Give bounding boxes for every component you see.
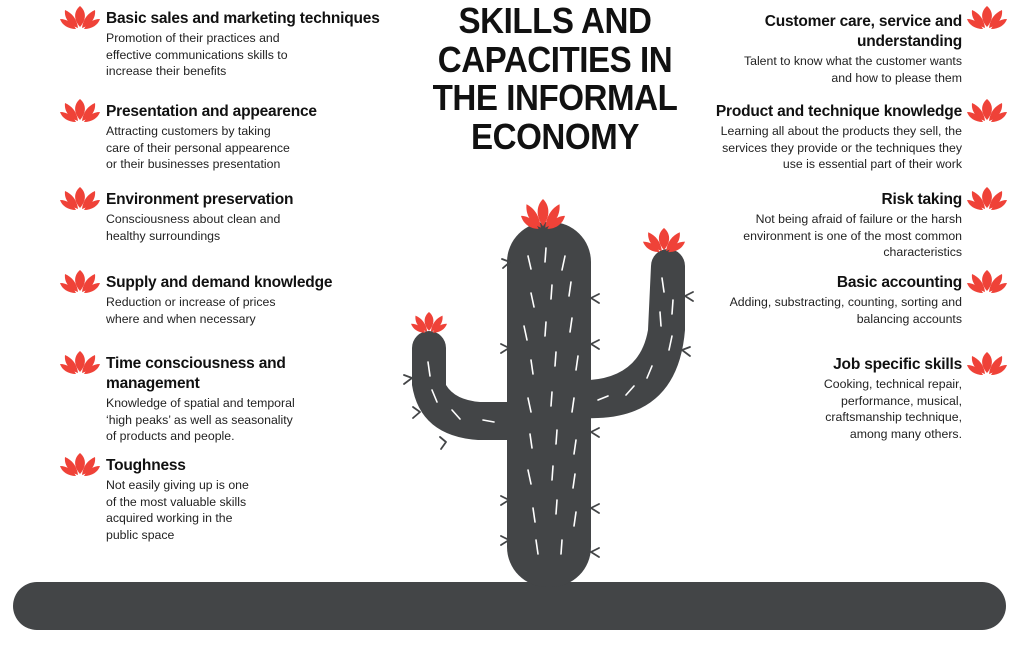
cactus-left-arm bbox=[412, 331, 525, 440]
skill-title: Product and technique knowledge bbox=[715, 103, 962, 120]
skill-description: Consciousness about clean and healthy su… bbox=[106, 212, 281, 243]
skill-title: Basic sales and marketing techniques bbox=[106, 10, 380, 27]
skill-description: Promotion of their practices and effecti… bbox=[106, 31, 288, 79]
skill-title: Customer care, service and understanding bbox=[764, 13, 962, 50]
cactus-trunk bbox=[507, 222, 591, 587]
lotus-flower-icon bbox=[60, 270, 100, 293]
cactus-outer-spines bbox=[403, 258, 694, 558]
skill-item-risk-taking: Risk taking Not being afraid of failure … bbox=[662, 190, 962, 261]
skill-title: Environment preservation bbox=[106, 191, 294, 208]
skill-item-supply-demand: Supply and demand knowledge Reduction or… bbox=[106, 273, 406, 327]
skill-title: Presentation and appearence bbox=[106, 103, 317, 120]
skill-description: Talent to know what the customer wants a… bbox=[743, 54, 962, 85]
skill-item-sales-marketing: Basic sales and marketing techniques Pro… bbox=[106, 9, 406, 80]
lotus-flower-icon bbox=[60, 187, 100, 210]
skill-description: Reduction or increase of prices where an… bbox=[106, 295, 276, 326]
skill-description: Learning all about the products they sel… bbox=[720, 124, 962, 172]
skill-item-product-knowledge: Product and technique knowledge Learning… bbox=[662, 102, 962, 173]
skill-title: Supply and demand knowledge bbox=[106, 274, 333, 291]
skill-title: Time consciousness and management bbox=[106, 355, 286, 392]
skill-title: Basic accounting bbox=[836, 274, 962, 291]
skill-item-presentation: Presentation and appearence Attracting c… bbox=[106, 102, 406, 173]
skill-title: Toughness bbox=[106, 457, 186, 474]
page-title: SKILLS AND CAPACITIES IN THE INFORMAL EC… bbox=[432, 0, 678, 157]
lotus-flower-icon bbox=[967, 270, 1007, 293]
skill-description: Not being afraid of failure or the harsh… bbox=[743, 212, 962, 260]
skill-description: Not easily giving up is one of the most … bbox=[106, 478, 249, 542]
skill-description: Attracting customers by taking care of t… bbox=[106, 124, 290, 172]
lotus-flower-icon bbox=[967, 352, 1007, 375]
skill-item-environment: Environment preservation Consciousness a… bbox=[106, 190, 406, 244]
skill-description: Cooking, technical repair, performance, … bbox=[823, 377, 962, 441]
cactus-spines bbox=[427, 247, 674, 555]
lotus-flower-icon bbox=[60, 351, 100, 374]
cactus-flower-top bbox=[521, 199, 565, 229]
skill-title: Risk taking bbox=[881, 191, 963, 208]
skill-item-time-management: Time consciousness and management Knowle… bbox=[106, 354, 316, 445]
skill-item-job-specific: Job specific skills Cooking, technical r… bbox=[662, 355, 962, 442]
skill-description: Adding, substracting, counting, sorting … bbox=[729, 295, 962, 326]
ground-bar bbox=[13, 582, 1006, 630]
skill-item-toughness: Toughness Not easily giving up is one of… bbox=[106, 456, 406, 543]
cactus-flower-left bbox=[411, 312, 447, 333]
lotus-flower-icon bbox=[60, 6, 100, 29]
lotus-flower-icon bbox=[967, 187, 1007, 210]
cactus-right-arm bbox=[540, 249, 685, 420]
lotus-flower-icon bbox=[60, 453, 100, 476]
skill-item-customer-care: Customer care, service and understanding… bbox=[744, 12, 962, 86]
lotus-flower-icon bbox=[967, 6, 1007, 29]
lotus-flower-icon bbox=[60, 99, 100, 122]
skill-title: Job specific skills bbox=[833, 356, 962, 373]
skill-item-accounting: Basic accounting Adding, substracting, c… bbox=[662, 273, 963, 327]
lotus-flower-icon bbox=[967, 99, 1007, 122]
skill-description: Knowledge of spatial and temporal ‘high … bbox=[106, 396, 295, 444]
